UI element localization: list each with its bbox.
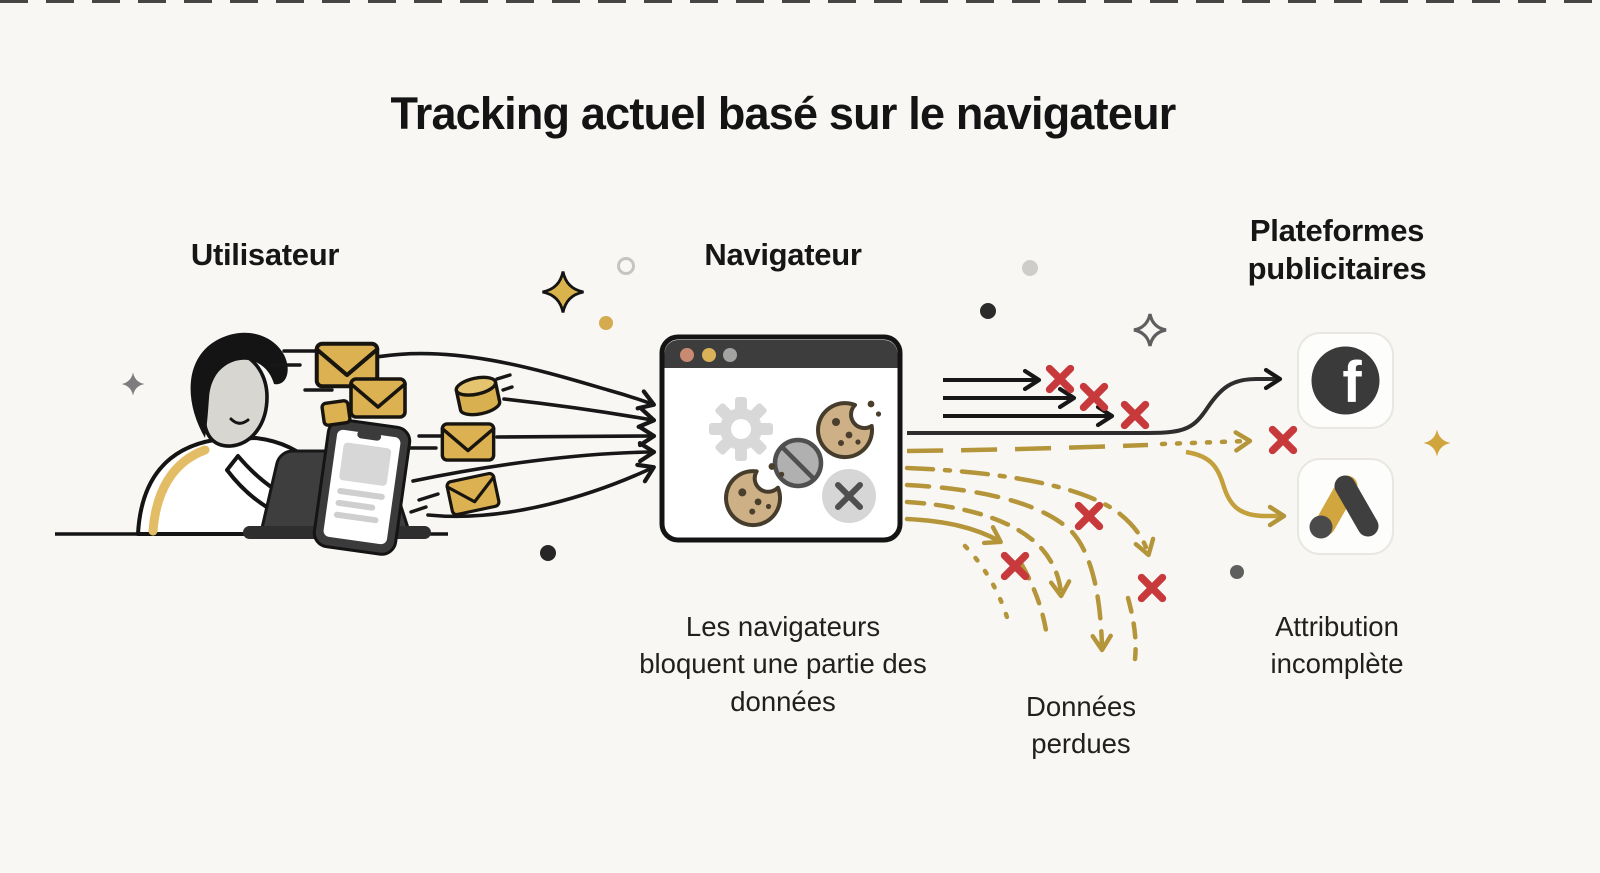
google-ads-icon — [1297, 458, 1394, 555]
svg-text:f: f — [1342, 350, 1362, 415]
ring-dot — [617, 257, 635, 275]
window-dot-red — [680, 348, 694, 362]
gray-dot — [1022, 260, 1038, 276]
database-icon — [454, 375, 502, 417]
page-title: Tracking actuel basé sur le navigateur — [390, 88, 1177, 139]
x-blocked-icon — [1084, 387, 1105, 408]
gray-dot — [1230, 565, 1244, 579]
message-stream — [269, 344, 657, 519]
sleeve-accent — [148, 445, 210, 536]
blocked-icon — [772, 437, 824, 489]
section-label-browser: Navigateur — [704, 237, 862, 272]
blocked-arrows — [943, 368, 1115, 428]
outgoing-flows — [904, 367, 1294, 662]
smartphone-icon — [312, 418, 412, 556]
window-dot-yellow — [702, 348, 716, 362]
sparkle-icon — [1423, 429, 1451, 457]
x-blocked-icon — [1079, 506, 1100, 527]
user-illustration — [55, 332, 448, 556]
motion-dashes — [269, 349, 514, 514]
attribution-caption: Attribution incomplète — [1270, 611, 1404, 680]
section-label-user: Utilisateur — [190, 237, 340, 272]
close-icon — [822, 469, 876, 523]
section-label-platforms: Plateformes publicitaires — [1247, 213, 1427, 286]
flow-to-google-ads — [1185, 449, 1287, 528]
envelope-icon — [444, 471, 502, 517]
x-blocked-icon — [1050, 369, 1071, 390]
sparkle-icon — [541, 270, 585, 314]
x-blocked-icon — [1273, 430, 1294, 451]
titlebar — [664, 340, 898, 368]
dark-dot — [540, 545, 556, 561]
dark-dot — [980, 303, 996, 319]
gold-dot — [599, 316, 613, 330]
lost-data-flows — [904, 465, 1156, 662]
envelope-icon — [349, 377, 407, 419]
envelope-icon — [440, 422, 496, 462]
window-dot-gray — [723, 348, 737, 362]
data-chip-icon — [320, 399, 352, 427]
flow-to-facebook — [907, 367, 1283, 435]
gold-dashed-flow — [906, 442, 1149, 454]
facebook-icon: f — [1297, 332, 1394, 429]
person-hair — [190, 332, 288, 438]
gear-icon — [709, 397, 773, 461]
sparkle-icon — [121, 372, 145, 396]
browser-blocking-caption: Les navigateurs bloquent une partie des … — [639, 611, 927, 717]
ad-platforms: f — [1297, 332, 1394, 555]
decorations — [121, 257, 1451, 579]
browser-window — [659, 334, 903, 543]
data-lost-caption: Données perdues — [1025, 691, 1137, 760]
gold-dotted-flow — [1159, 430, 1253, 453]
x-blocked-icon — [1125, 405, 1146, 426]
top-edge-artifact — [0, 0, 1600, 3]
x-blocked-icon — [1142, 578, 1163, 599]
sparkle-icon — [1132, 312, 1168, 348]
person-smile — [229, 417, 250, 425]
